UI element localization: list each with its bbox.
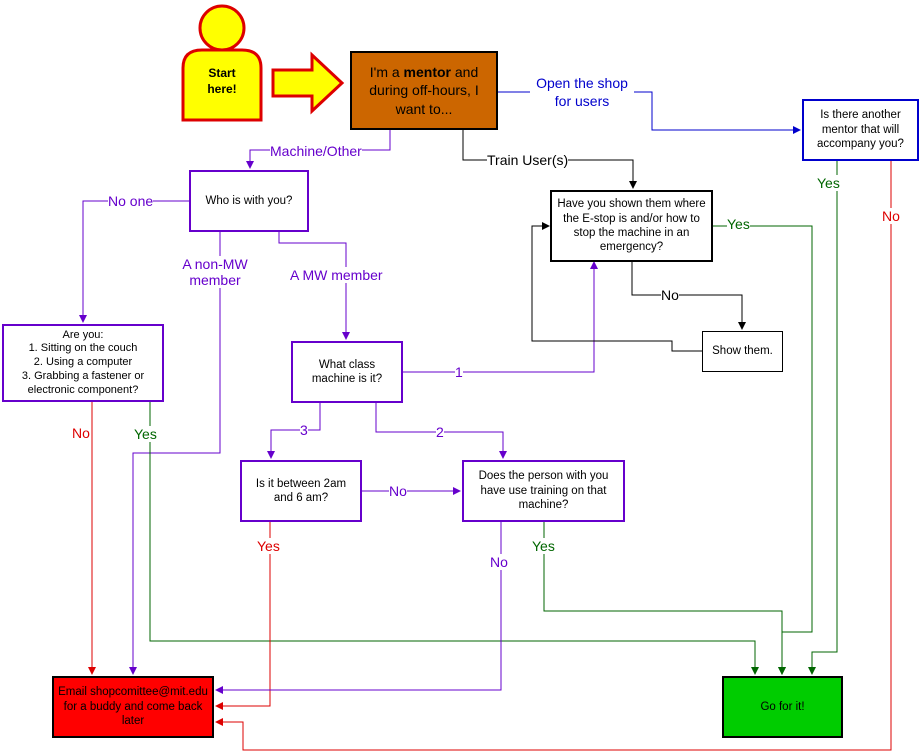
edge-label-mw-member: A MW member: [290, 267, 383, 284]
are-you-item: 3. Grabbing a fastener or electronic com…: [21, 369, 145, 396]
edge-label-training-yes: Yes: [532, 538, 555, 555]
edge-label-mentor-no: No: [882, 208, 900, 225]
edge-label-non-mw: A non-MW member: [180, 256, 250, 289]
mentor-text-post: and during off-hours, I want to...: [369, 64, 479, 117]
mentor-node: I'm a mentor and during off-hours, I wan…: [350, 51, 498, 130]
edge-label-between-no: No: [389, 483, 407, 500]
edge-label-machine-other: Machine/Other: [270, 143, 362, 160]
edge-label-open-shop: Open the shop for users: [530, 74, 634, 111]
edge-label-between-yes: Yes: [257, 538, 280, 555]
edge-areyou-yes: [149, 402, 759, 675]
another-mentor-node: Is there another mentor that will accomp…: [802, 99, 919, 161]
edge-estop-yes: [712, 225, 813, 675]
edge-between-yes: [215, 521, 271, 710]
email-node: Email shopcomittee@mit.edu for a buddy a…: [52, 676, 214, 738]
edge-label-areyou-no: No: [72, 425, 90, 442]
edge-label-estop-no: No: [661, 287, 679, 304]
edge-mentor-yes: [808, 161, 838, 675]
mentor-text-pre: I'm a: [369, 64, 404, 81]
training-node: Does the person with you have use traini…: [462, 460, 625, 522]
start-label: Start here!: [207, 66, 237, 96]
mentor-text-bold: mentor: [403, 64, 451, 81]
edge-label-class-2: 2: [436, 424, 444, 441]
edge-mw-member: [278, 232, 350, 340]
edge-training-yes: [543, 521, 786, 675]
show-them-node: Show them.: [702, 331, 783, 372]
between-node: Is it between 2am and 6 am?: [240, 460, 362, 522]
go-node: Go for it!: [722, 676, 843, 738]
who-with-node: Who is with you?: [189, 170, 309, 232]
edge-no-one: [79, 200, 190, 323]
are-you-item: 2. Using a computer: [33, 356, 133, 369]
edge-label-estop-yes: Yes: [727, 216, 750, 233]
what-class-node: What class machine is it?: [291, 341, 403, 403]
are-you-title: Are you:: [62, 328, 104, 341]
edge-mentor-no: [215, 161, 892, 751]
edge-class-3: [267, 402, 321, 459]
edge-label-class-3: 3: [300, 422, 308, 439]
edge-label-class-1: 1: [455, 364, 463, 381]
are-you-item: 1. Sitting on the couch: [28, 342, 138, 355]
edge-label-mentor-yes: Yes: [817, 175, 840, 192]
edge-show-back: [531, 222, 702, 352]
edge-class-1: [402, 261, 598, 373]
person-icon: [181, 4, 263, 122]
are-you-node: Are you: 1. Sitting on the couch 2. Usin…: [2, 324, 164, 402]
estop-node: Have you shown them where the E-stop is …: [550, 190, 713, 262]
edge-label-no-one: No one: [108, 193, 154, 210]
edge-training-no: [215, 521, 502, 694]
right-arrow-icon: [271, 51, 345, 115]
edge-estop-no: [631, 262, 746, 330]
edge-label-train-users: Train User(s): [487, 152, 569, 169]
edge-non-mw: [129, 232, 221, 675]
edge-label-training-no: No: [490, 554, 508, 571]
edge-label-areyou-yes: Yes: [134, 426, 157, 443]
